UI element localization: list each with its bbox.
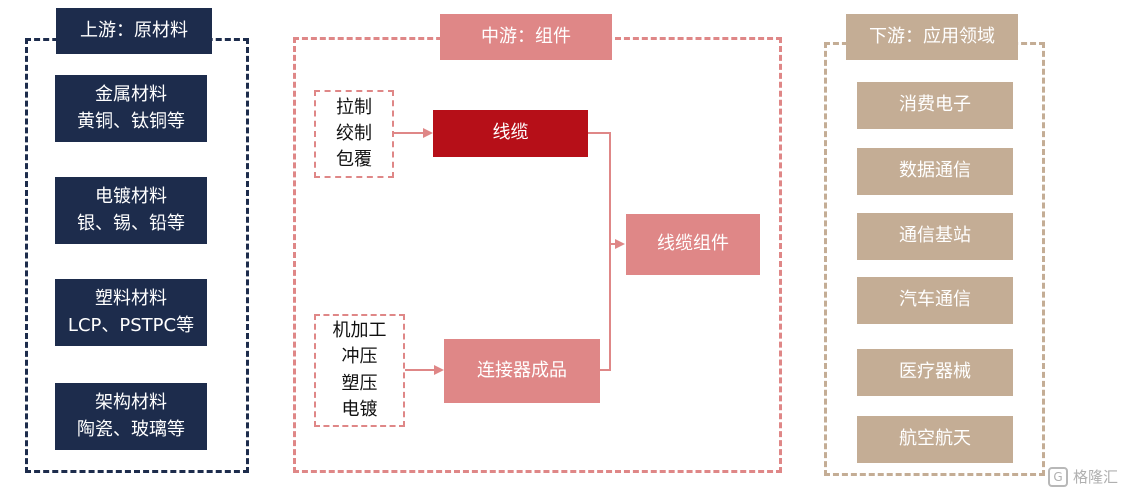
downstream-item: 消费电子: [857, 82, 1013, 129]
upstream-item-detail: LCP、PSTPC等: [67, 314, 195, 336]
gelonghui-logo-icon: G: [1048, 466, 1068, 487]
watermark: G 格隆汇: [1048, 466, 1118, 487]
process-step: 机加工: [332, 320, 387, 342]
upstream-item-title: 塑料材料: [95, 288, 167, 310]
upstream-item-plastic: 塑料材料 LCP、PSTPC等: [55, 279, 207, 346]
upstream-item-plating: 电镀材料 银、锡、铅等: [55, 177, 207, 244]
upstream-item-detail: 银、锡、铅等: [77, 212, 185, 234]
process-box-cable: 拉制 绞制 包覆: [314, 90, 394, 178]
process-step: 拉制: [336, 96, 372, 118]
upstream-item-structure: 架构材料 陶瓷、玻璃等: [55, 383, 207, 450]
downstream-item: 通信基站: [857, 213, 1013, 260]
downstream-item: 医疗器械: [857, 349, 1013, 396]
upstream-item-title: 架构材料: [95, 392, 167, 414]
upstream-item-detail: 黄铜、钛铜等: [77, 110, 185, 132]
line-cable-to-junction: [588, 132, 611, 371]
downstream-item: 航空航天: [857, 416, 1013, 463]
upstream-item-metal: 金属材料 黄铜、钛铜等: [55, 75, 207, 142]
process-step: 塑压: [341, 372, 378, 394]
watermark-text: 格隆汇: [1073, 468, 1119, 486]
process-step: 冲压: [341, 346, 378, 368]
process-step: 绞制: [336, 122, 372, 144]
process-step: 电镀: [341, 398, 378, 420]
upstream-item-title: 金属材料: [95, 84, 167, 106]
downstream-item: 汽车通信: [857, 277, 1013, 324]
process-box-connector: 机加工 冲压 塑压 电镀: [314, 314, 405, 427]
downstream-title: 下游：应用领域: [846, 14, 1018, 60]
downstream-item: 数据通信: [857, 148, 1013, 195]
upstream-item-detail: 陶瓷、玻璃等: [77, 418, 185, 440]
cable-node: 线缆: [433, 110, 588, 157]
process-step: 包覆: [336, 149, 372, 171]
cable-assembly-node: 线缆组件: [626, 214, 760, 275]
upstream-item-title: 电镀材料: [95, 186, 167, 208]
midstream-title: 中游：组件: [440, 14, 612, 60]
upstream-title: 上游：原材料: [56, 8, 212, 54]
connector-node: 连接器成品: [444, 339, 600, 403]
